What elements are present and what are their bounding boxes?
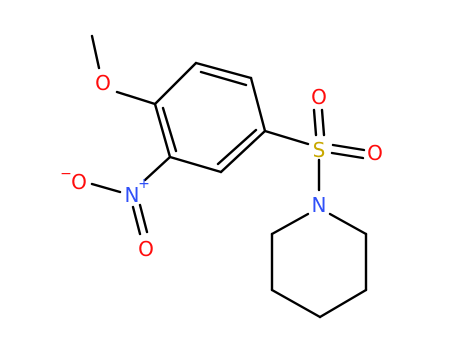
bond-ring-2 — [194, 61, 253, 80]
bond-ring-4 — [219, 129, 267, 174]
bond-ring-2-inner — [199, 70, 248, 87]
bond-nitro-o-lower-a — [131, 205, 142, 236]
charge-nitro-o-upper: − — [60, 166, 72, 182]
bond-s-o-right-b — [330, 151, 365, 160]
bond-methyl-o — [90, 34, 101, 70]
bond-nitro-o-upper — [90, 182, 122, 194]
atom-sulfonyl-o-upper: O — [311, 85, 327, 109]
bond-pip-4 — [270, 288, 322, 319]
bond-ring-4-inner — [216, 128, 258, 166]
atom-nitro-o-lower: O — [138, 237, 154, 261]
bond-ring-6-inner — [161, 106, 178, 153]
bond-ring-5 — [168, 155, 223, 174]
bond-pip-3 — [318, 288, 368, 319]
bond-s-o-upper-a — [312, 108, 318, 137]
bond-pip-6 — [270, 212, 310, 236]
bond-nitro-o-lower-b — [138, 203, 149, 234]
atom-methoxy-o: O — [95, 71, 111, 95]
atom-nitro-n: N — [125, 183, 140, 207]
bond-ring-1 — [153, 61, 198, 106]
bond-ring-s — [263, 129, 310, 146]
atom-piperidine-n: N — [312, 193, 327, 217]
atom-sulfonyl-s: S — [313, 138, 326, 162]
bond-o-ring — [115, 90, 157, 106]
bond-s-o-right-a — [331, 143, 366, 152]
bond-ring-nitro — [143, 155, 172, 182]
bond-ring-6 — [153, 102, 172, 159]
atom-sulfonyl-o-right: O — [367, 141, 383, 165]
bond-ring-3 — [249, 76, 267, 133]
charge-nitro-n: + — [138, 176, 150, 192]
bonds — [90, 34, 368, 319]
atom-nitro-o-upper: O — [71, 170, 87, 194]
bond-pip-1 — [328, 212, 368, 236]
bond-s-o-upper-b — [320, 108, 326, 137]
